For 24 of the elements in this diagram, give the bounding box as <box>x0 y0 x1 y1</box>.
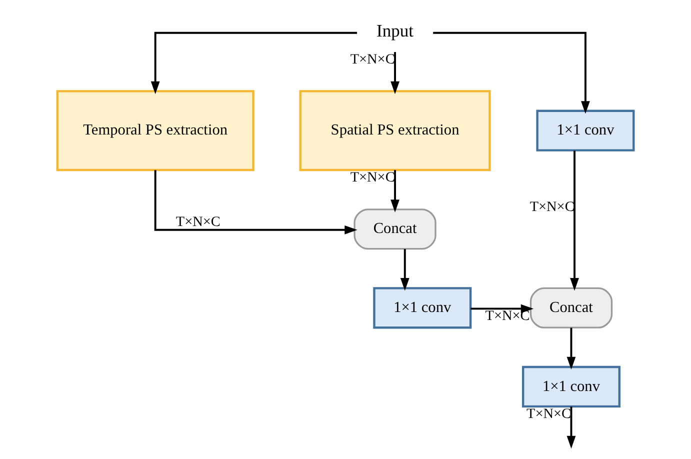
arrow <box>390 52 400 94</box>
node-text: Input <box>376 20 414 40</box>
node-box: 1×1 conv <box>536 110 635 152</box>
arrow <box>570 150 579 291</box>
edge-label: T×N×C <box>530 198 574 215</box>
arrow <box>566 328 576 370</box>
edge-label: T×N×C <box>350 51 395 68</box>
arrow <box>390 170 400 212</box>
arrow <box>566 406 576 449</box>
node-box: Temporal PS extraction <box>56 90 254 172</box>
node-box: Spatial PS extraction <box>299 90 491 172</box>
node-box: Concat <box>354 208 436 250</box>
arrow <box>470 304 534 314</box>
node-box: 1×1 conv <box>522 366 620 408</box>
arrow <box>150 32 358 94</box>
node-box: Concat <box>530 287 613 328</box>
edge-label: T×N×C <box>526 406 572 422</box>
edge-label: T×N×C <box>350 169 395 186</box>
edge-label: T×N×C <box>485 308 530 324</box>
arrow <box>433 32 590 114</box>
edge-label: T×N×C <box>176 214 220 230</box>
arrow <box>400 249 410 291</box>
arrow <box>154 170 358 234</box>
node-box: 1×1 conv <box>373 287 472 329</box>
